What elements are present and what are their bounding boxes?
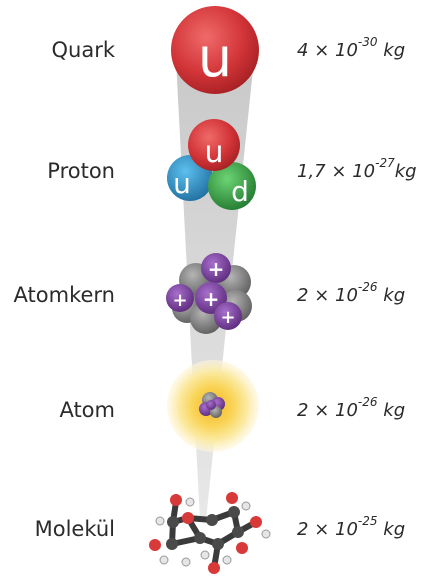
atom-glow (167, 360, 259, 452)
quark-sphere: u (171, 6, 259, 94)
svg-text:+: + (220, 307, 235, 328)
mass-atomkern: 2 × 10-26 kg (297, 280, 406, 306)
nucleus-cluster: + + + + (166, 253, 252, 334)
svg-text:u: u (204, 135, 223, 170)
mass-molekuel: 2 × 10-25 kg (297, 514, 406, 540)
label-atom: Atom (59, 398, 115, 422)
svg-text:+: + (203, 287, 220, 311)
label-quark: Quark (51, 38, 115, 62)
mass-quark: 4 × 10-30 kg (297, 35, 406, 61)
svg-text:d: d (231, 175, 249, 208)
molecule-atoms (149, 492, 271, 574)
label-molekuel: Molekül (34, 517, 115, 541)
svg-text:+: + (172, 290, 187, 311)
svg-text:u: u (173, 167, 191, 200)
proton-cluster: u u d (167, 119, 256, 210)
label-proton: Proton (47, 159, 115, 183)
mass-proton: 1,7 × 10-27kg (297, 156, 417, 182)
label-atomkern: Atomkern (13, 283, 115, 307)
svg-text:+: + (208, 257, 225, 281)
quark-glyph: u (198, 26, 232, 89)
mass-atom: 2 × 10-26 kg (297, 395, 406, 421)
